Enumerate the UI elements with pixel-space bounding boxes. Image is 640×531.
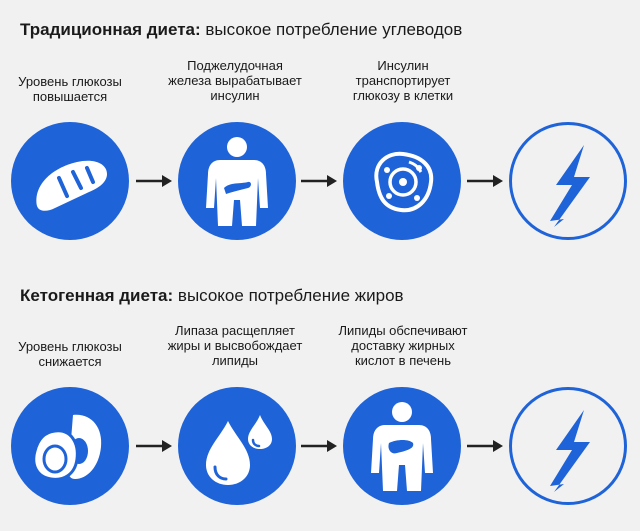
row2-arrow-1 [136, 440, 172, 452]
row2-step1-circle [11, 387, 129, 505]
pancreas-body-icon [206, 137, 268, 226]
bread-icon [36, 160, 107, 211]
row1-caption-1: Уровень глюкозы повышается [18, 74, 122, 104]
row2-step4-circle [509, 387, 627, 505]
row2-caption-3: Липиды обспечивают доставку жирных кисло… [338, 323, 468, 368]
row1-caption-3: Инсулин транспортирует глюкозу в клетки [352, 58, 454, 103]
row2-arrow-3 [467, 440, 503, 452]
row1-title-rest: высокое потребление углеводов [200, 20, 463, 39]
row1-step4-circle [509, 122, 627, 240]
row2-arrow-2 [301, 440, 337, 452]
row1-title-bold: Традиционная диета: [20, 20, 201, 39]
row1-arrow-1 [136, 175, 172, 187]
row2-caption-2: Липаза расщепляет жиры и высвобождает ли… [167, 323, 303, 368]
row1-caption-2: Поджелудочная железа вырабатывает инсули… [168, 58, 302, 103]
row2-step2-circle [178, 387, 296, 505]
lightning-icon [550, 410, 590, 492]
row1-step3-circle [343, 122, 461, 240]
row2-title-rest: высокое потребление жиров [173, 286, 404, 305]
row1-step1-circle [11, 122, 129, 240]
row1-arrow-3 [467, 175, 503, 187]
liver-body-icon [371, 402, 433, 491]
row2-title-bold: Кетогенная диета: [20, 286, 174, 305]
row1-step2-circle [178, 122, 296, 240]
drops-icon [206, 415, 272, 485]
row2-title: Кетогенная диета: высокое потребление жи… [20, 286, 404, 306]
cell-icon [374, 151, 434, 213]
lightning-icon [550, 145, 590, 227]
row2-caption-1: Уровень глюкозы снижается [18, 339, 122, 369]
row1-title: Традиционная диета: высокое потребление … [20, 20, 462, 40]
row1-arrow-2 [301, 175, 337, 187]
row2-step3-circle [343, 387, 461, 505]
avocado-icon [32, 414, 102, 481]
